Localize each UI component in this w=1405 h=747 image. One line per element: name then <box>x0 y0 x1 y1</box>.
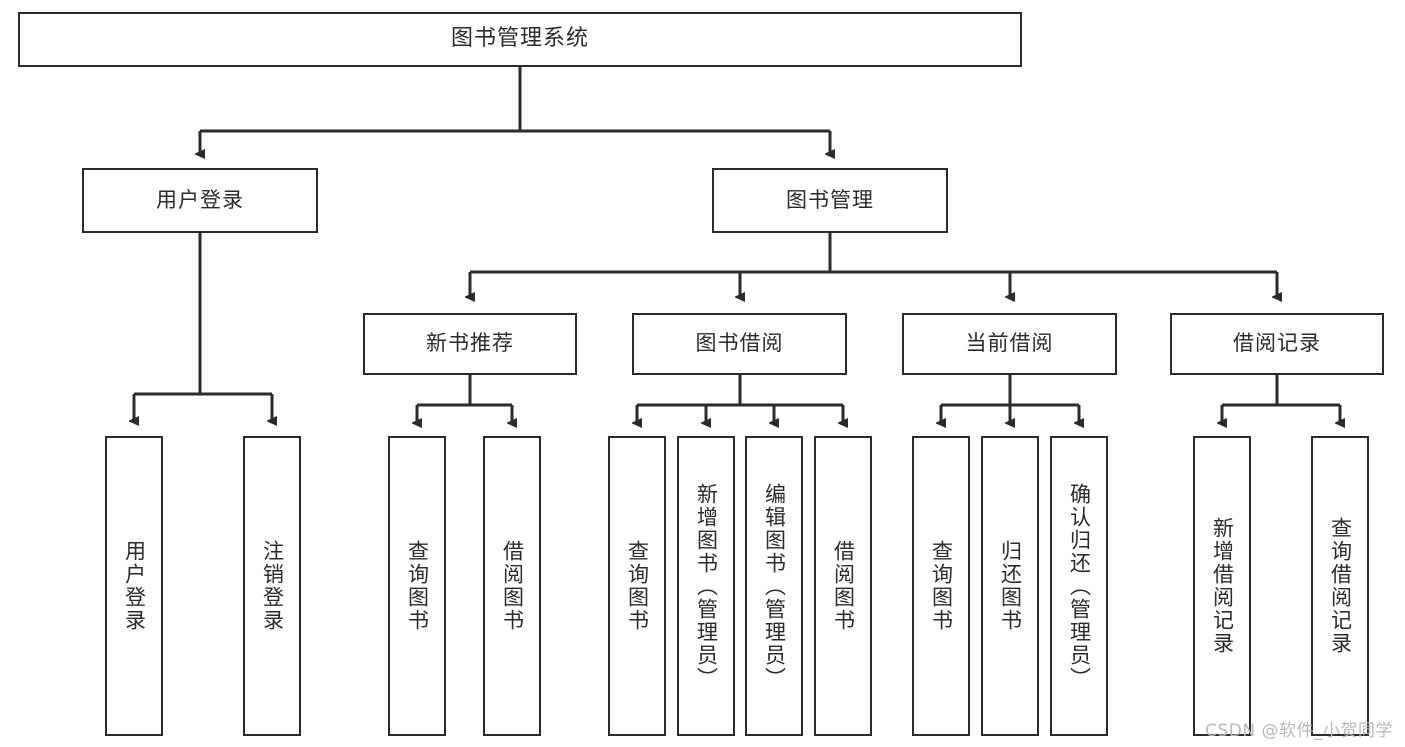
leaf-label: 借阅图书 <box>831 540 856 632</box>
watermark-text: CSDN @软件_小贺同学 <box>1205 721 1393 741</box>
leaf-label: 借阅图书 <box>500 540 525 632</box>
leaf-label: 新增借阅记录 <box>1210 517 1235 655</box>
leaf-logout[interactable]: 注销登录 <box>243 436 301 736</box>
leaf-return-book[interactable]: 归还图书 <box>981 436 1039 736</box>
leaf-label: 查询图书 <box>625 540 650 632</box>
leaf-label: 注销登录 <box>260 540 285 632</box>
leaf-edit-book-admin[interactable]: 编辑图书（管理员） <box>745 436 803 736</box>
leaf-confirm-return-admin[interactable]: 确认归还（管理员） <box>1050 436 1108 736</box>
node-new-book-recommend[interactable]: 新书推荐 <box>363 313 577 375</box>
leaf-query-book-current[interactable]: 查询图书 <box>912 436 970 736</box>
node-root-system[interactable]: 图书管理系统 <box>18 12 1022 67</box>
leaf-label: 归还图书 <box>998 540 1023 632</box>
leaf-query-book-borrow[interactable]: 查询图书 <box>608 436 666 736</box>
leaf-add-borrow-record[interactable]: 新增借阅记录 <box>1193 436 1251 736</box>
node-user-login[interactable]: 用户登录 <box>82 168 318 233</box>
leaf-label: 编辑图书（管理员） <box>762 482 787 690</box>
leaf-label: 查询图书 <box>405 540 430 632</box>
node-book-borrow[interactable]: 图书借阅 <box>632 313 847 375</box>
leaf-label: 用户登录 <box>122 540 147 632</box>
leaf-add-book-admin[interactable]: 新增图书（管理员） <box>677 436 735 736</box>
leaf-label: 新增图书（管理员） <box>694 482 719 690</box>
leaf-borrow-book-recommend[interactable]: 借阅图书 <box>483 436 541 736</box>
leaf-label: 确认归还（管理员） <box>1067 482 1092 690</box>
leaf-label: 查询图书 <box>929 540 954 632</box>
leaf-label: 查询借阅记录 <box>1328 517 1353 655</box>
leaf-user-login[interactable]: 用户登录 <box>105 436 163 736</box>
leaf-query-book-recommend[interactable]: 查询图书 <box>388 436 446 736</box>
node-book-management[interactable]: 图书管理 <box>712 168 948 233</box>
leaf-query-borrow-record[interactable]: 查询借阅记录 <box>1311 436 1369 736</box>
node-current-borrow[interactable]: 当前借阅 <box>902 313 1117 375</box>
leaf-borrow-book[interactable]: 借阅图书 <box>814 436 872 736</box>
node-borrow-record[interactable]: 借阅记录 <box>1170 313 1384 375</box>
